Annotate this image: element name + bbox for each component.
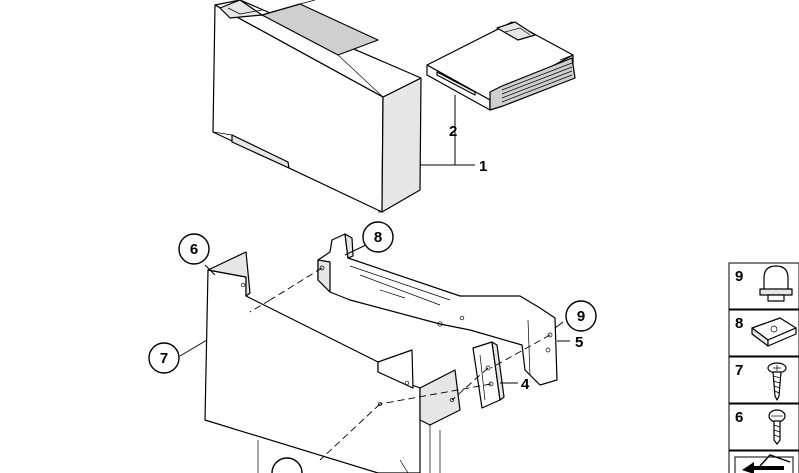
callout-1: 1: [479, 158, 487, 175]
callout-label-7: 7: [160, 350, 168, 367]
callout-9: 9: [565, 300, 597, 332]
legend-item-arrow: [728, 450, 799, 473]
main-unit-illustration: [212, 0, 422, 213]
callout-label-5: 5: [575, 334, 583, 351]
assembly-lines: [249, 267, 551, 461]
cap-nut-icon: [759, 265, 793, 302]
oval-head-screw-icon: [768, 409, 786, 445]
leader-lines: [179, 95, 570, 384]
callout-label-4: 4: [521, 376, 530, 393]
legend-item-7: 7: [728, 356, 799, 404]
callout-partial: [271, 457, 303, 473]
legend-label-9: 9: [735, 268, 743, 285]
callout-6: 6: [178, 233, 210, 265]
callout-label-2: 2: [449, 123, 457, 140]
callout-label-9: 9: [577, 308, 585, 325]
spring-nut-icon: [751, 317, 797, 347]
legend-panel: 9 8 7: [728, 262, 799, 473]
legend-label-7: 7: [735, 362, 743, 379]
callout-5: 5: [575, 334, 583, 351]
small-plate-illustration: [472, 341, 505, 409]
legend-label-8: 8: [735, 315, 743, 332]
legend-label-6: 6: [735, 409, 743, 426]
callout-label-6: 6: [190, 241, 198, 258]
long-bracket-illustration: [317, 233, 558, 386]
tapping-screw-icon: [767, 362, 787, 401]
callout-8: 8: [362, 221, 394, 253]
legend-item-6: 6: [728, 403, 799, 451]
callout-label-8: 8: [374, 229, 382, 246]
cd-magazine-illustration: [426, 21, 576, 111]
callout-label-1: 1: [479, 158, 487, 175]
legend-item-8: 8: [728, 309, 799, 357]
callout-4: 4: [521, 376, 530, 393]
bracket-plate-illustration: [204, 251, 461, 473]
arrow-symbol-icon: [734, 454, 794, 473]
callout-2: 2: [449, 123, 457, 140]
legend-item-9: 9: [728, 262, 799, 310]
callout-7: 7: [148, 342, 180, 374]
